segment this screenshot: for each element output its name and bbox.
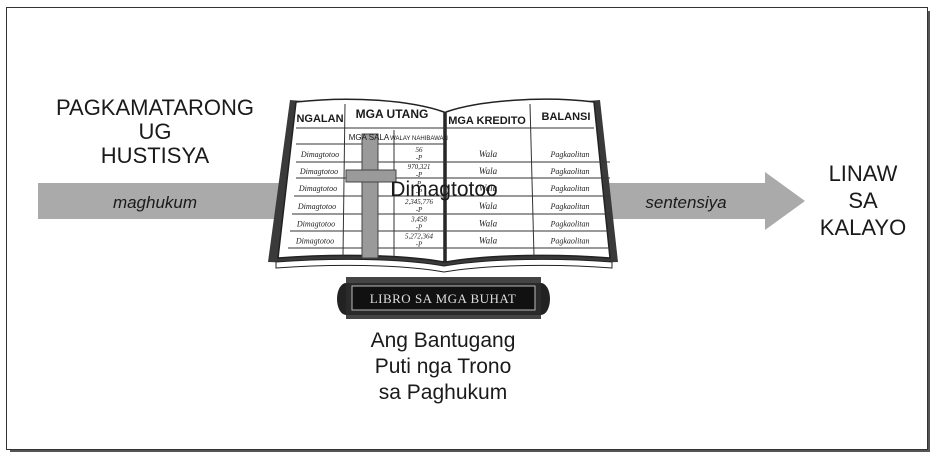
right-arrow-label: sentensiya [645,193,726,212]
row-name: Dimagtotoo [295,237,334,246]
row-amount: 56 [416,146,424,154]
right-label-line-2: SA [848,188,878,213]
header-unknown-sins: WALAY NAHIBAWAN [390,136,448,142]
row-amount: 5,272,364 [405,233,434,241]
row-amount: 3,458 [410,216,427,224]
row-credit: Wala [479,236,498,246]
row-balance: Pagkaolitan [549,150,589,159]
closed-book-title: LIBRO SA MGA BUHAT [370,291,517,306]
right-label-line-1: LINAW [828,161,898,186]
row-balance: Pagkaolitan [549,202,589,211]
left-label-line-1: PAGKAMATARONG [55,95,255,120]
row-amount: 970,321 [408,163,431,171]
row-amount-unit: -P [416,154,423,162]
row-name: Dimagtotoo [300,150,339,159]
throne-label: Ang Bantugang Puti nga Trono sa Paghukum [343,328,543,406]
book-right-page [445,98,611,263]
row-amount-unit: -P [416,171,423,179]
row-name: Dimagtotoo [296,220,335,229]
row-amount-unit: -P [416,241,423,249]
row-amount: P [416,180,422,188]
throne-label-line-2: Puti nga Trono [374,355,512,378]
closed-book: LIBRO SA MGA BUHAT [337,277,550,319]
left-label-line-3: HUSTISYA [100,143,210,168]
diagram-frame [6,7,928,450]
row-balance: Pagkaolitan [549,184,589,193]
row-balance: Pagkaolitan [549,220,589,229]
right-arrow [603,172,805,230]
header-balance: BALANSI [542,111,591,123]
header-name: NGALAN [296,113,343,125]
right-label: LINAW SA KALAYO [808,160,918,241]
header-debts: MGA UTANG [356,107,429,121]
row-credit: Wala [479,201,498,211]
row-name: Dimagtotoo [298,184,337,193]
row-name: Dimagtotoo [297,202,336,211]
frame-shadow-bottom [10,450,930,452]
row-balance: Pagkaolitan [549,237,589,246]
throne-label-line-1: Ang Bantugang [370,329,516,352]
row-name: Dimagtotoo [299,167,338,176]
row-credit: Wala [479,183,498,193]
left-arrow-label: maghukum [113,193,197,212]
row-balance: Pagkaolitan [549,167,589,176]
left-arrow-bar [38,183,300,219]
book-page-edges [275,258,613,273]
left-label-line-2: UG [138,119,172,144]
left-label: PAGKAMATARONG UG HUSTISYA [40,96,270,168]
frame-shadow-right [928,11,930,452]
book-center-text: Dimagtotoo [390,178,497,201]
cross [345,133,397,259]
row-amount-unit: -P [416,188,423,196]
row-amount-unit: -P [416,224,423,232]
header-credits: MGA KREDITO [448,115,526,127]
row-amount-unit: -P [416,206,423,214]
throne-label-line-3: sa Paghukum [378,381,508,404]
row-credit: Wala [479,219,498,229]
right-label-line-3: KALAYO [819,215,907,240]
row-credit: Wala [479,166,498,176]
row-amount: 2,345,776 [405,198,434,206]
header-sins: MGA SALA [349,133,390,142]
row-credit: Wala [479,149,498,159]
